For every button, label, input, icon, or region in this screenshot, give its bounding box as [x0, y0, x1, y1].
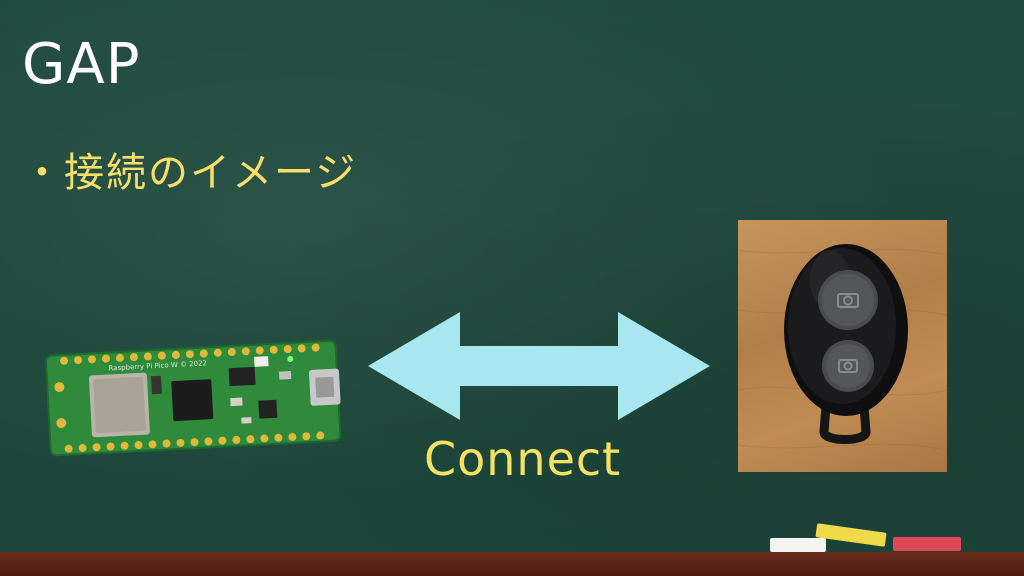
- slide-title: GAP: [22, 32, 141, 97]
- pico-board-icon: Raspberry Pi Pico W © 2022: [45, 339, 342, 457]
- slide-subtitle: ・接続のイメージ: [22, 150, 358, 196]
- remote-photo: [738, 220, 947, 472]
- bluetooth-remote-icon: [738, 244, 947, 451]
- chalk-ledge: [0, 552, 1024, 576]
- white-chalk: [770, 538, 826, 552]
- red-chalk: [893, 537, 961, 551]
- double-arrow-icon: [368, 312, 710, 420]
- connect-label: Connect: [424, 432, 622, 486]
